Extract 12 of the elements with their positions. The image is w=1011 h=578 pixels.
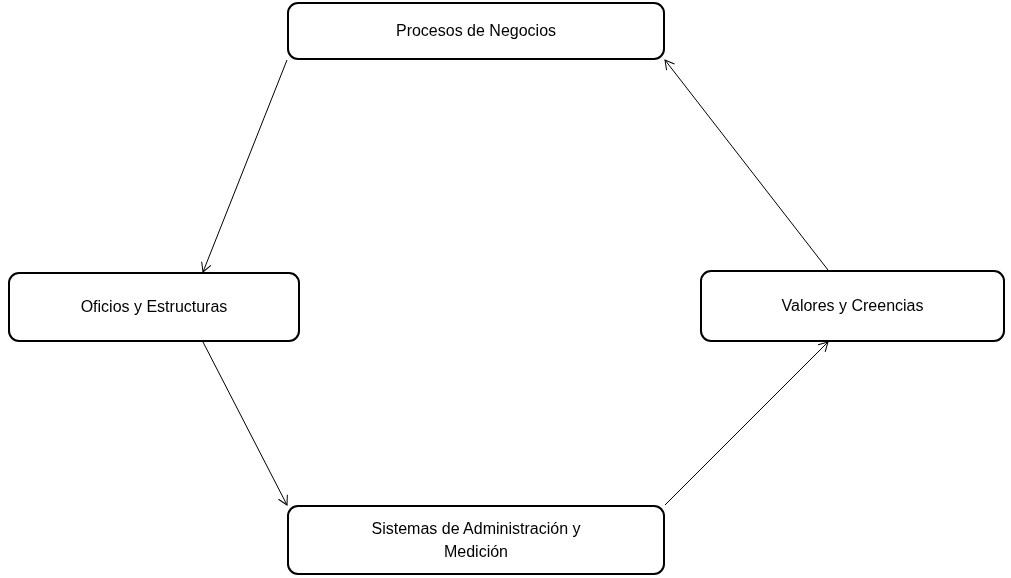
process-box <box>287 2 665 60</box>
arrow <box>201 59 288 273</box>
arrow <box>202 341 288 506</box>
process-box <box>700 270 1005 342</box>
box-label: Sistemas de Administración y Medición <box>370 518 582 562</box>
box-label: Oficios y Estructuras <box>80 297 228 318</box>
box-label: Valores y Creencias <box>781 296 924 317</box>
arrow <box>664 341 829 506</box>
process-box <box>287 505 665 575</box>
arrow <box>664 59 829 271</box>
process-box <box>8 272 300 342</box>
box-label: Procesos de Negocios <box>395 21 557 42</box>
